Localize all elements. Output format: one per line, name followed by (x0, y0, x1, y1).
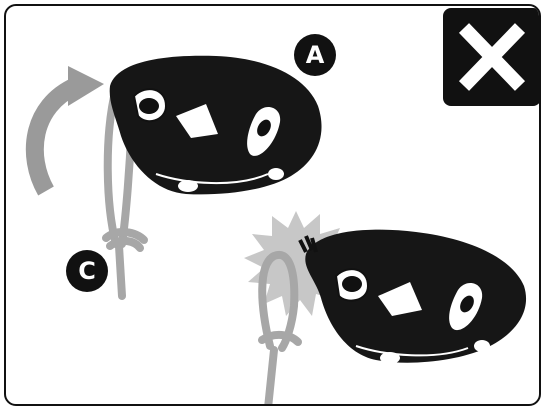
illustration (25, 8, 539, 404)
belay-device-top (109, 55, 322, 195)
callout-c: C (66, 250, 108, 292)
callout-a: A (294, 34, 336, 76)
curved-arrow (25, 66, 104, 196)
rope-loop-bottom (258, 250, 302, 404)
incorrect-badge (443, 8, 539, 106)
belay-device-bottom (298, 229, 527, 364)
instruction-panel: A C (4, 4, 541, 406)
close-icon (458, 23, 526, 91)
